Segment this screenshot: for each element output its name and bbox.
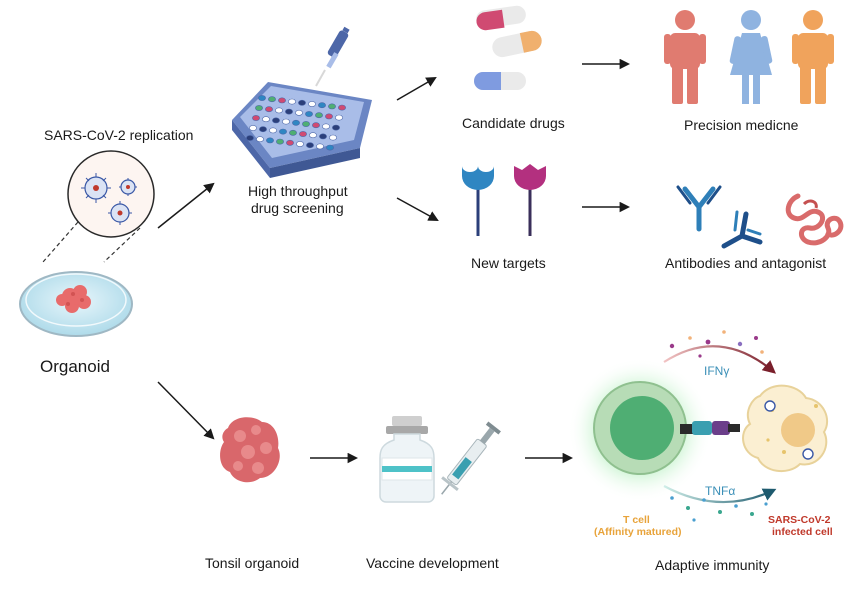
plate-well — [249, 125, 257, 131]
infected-cell-label-line2: infected cell — [772, 526, 833, 538]
plate-well — [309, 132, 317, 139]
receptor-icon — [514, 164, 546, 236]
plate-well — [315, 112, 323, 119]
plate-well — [308, 101, 316, 107]
capsule-icon — [476, 5, 526, 31]
plate-well — [319, 133, 327, 140]
person-male-icon — [792, 10, 834, 104]
hts-label-line2: drug screening — [251, 200, 344, 216]
plate-well — [282, 118, 290, 125]
plate-well — [306, 142, 314, 149]
plate-well — [252, 115, 260, 121]
tonsil-organoid-label: Tonsil organoid — [205, 555, 300, 571]
infected-cell-label-line1: SARS-CoV-2 — [768, 514, 831, 526]
plate-well — [332, 124, 340, 131]
antagonist-protein-icon — [785, 193, 844, 246]
petri-dish-icon — [19, 271, 133, 337]
flow-arrow — [396, 76, 437, 101]
plate-well — [276, 138, 284, 145]
plate-well — [259, 126, 267, 133]
pipette-icon — [315, 26, 350, 87]
plate-well — [278, 97, 286, 104]
plate-well — [296, 141, 304, 147]
ifn-arc — [663, 330, 777, 374]
plate-well — [255, 105, 263, 111]
plate-well — [329, 134, 337, 141]
plate-well — [266, 137, 274, 144]
plate-well — [316, 143, 324, 150]
plate-well — [275, 107, 283, 114]
adaptive-immunity-label: Adaptive immunity — [655, 557, 770, 573]
capsule-icon — [474, 72, 526, 90]
dashed-connector — [42, 221, 79, 263]
tcr-mhc-complex-icon — [680, 421, 740, 435]
t-cell-label-line2: (Affinity matured) — [594, 526, 682, 538]
candidate-drugs-label: Candidate drugs — [462, 115, 565, 131]
plate-well — [262, 116, 270, 123]
plate-well — [326, 144, 334, 151]
plate-well — [298, 99, 306, 106]
plate-well — [256, 136, 264, 143]
infected-cell-icon — [742, 384, 829, 473]
receptor-icon — [462, 166, 494, 236]
t-cell-label-line1: T cell — [623, 514, 650, 526]
plate-well — [258, 95, 266, 101]
tonsil-organoid-icon — [220, 417, 280, 483]
plate-well — [286, 139, 294, 146]
hts-label-line1: High throughput — [248, 183, 348, 199]
dashed-connector — [103, 227, 141, 263]
syringe-icon — [441, 421, 501, 495]
plate-well — [246, 135, 254, 141]
antibody-icon — [676, 185, 722, 232]
antibodies-label: Antibodies and antagonist — [665, 255, 827, 271]
plate-well — [295, 109, 303, 116]
plate-well — [302, 121, 310, 127]
capsule-icon — [492, 30, 542, 58]
well-plate-icon — [232, 82, 372, 178]
tnf-arc — [663, 485, 777, 522]
plate-well — [312, 122, 320, 129]
vaccine-development-label: Vaccine development — [366, 555, 499, 571]
plate-well — [338, 104, 346, 111]
tnf-label: TNFα — [705, 484, 736, 498]
t-cell-icon — [568, 358, 712, 502]
antibody-icon — [721, 210, 763, 249]
virus-circle-icon — [67, 150, 155, 238]
person-female-icon — [729, 10, 773, 104]
plate-well — [288, 98, 296, 105]
vaccine-vial-icon — [379, 416, 435, 503]
flow-arrow — [157, 381, 215, 440]
plate-well — [289, 129, 297, 136]
flow-arrow — [157, 182, 215, 229]
plate-well — [305, 111, 313, 117]
person-male-icon — [664, 10, 706, 104]
plate-well — [268, 96, 276, 103]
plate-well — [269, 127, 277, 134]
plate-well — [325, 113, 333, 120]
new-targets-label: New targets — [471, 255, 546, 271]
plate-well — [322, 123, 330, 130]
plate-well — [318, 102, 326, 109]
plate-well — [328, 103, 336, 110]
plate-well — [292, 119, 300, 126]
flow-arrow — [396, 197, 439, 222]
plate-well — [299, 131, 307, 137]
sars-replication-label: SARS-CoV-2 replication — [44, 127, 194, 143]
ifn-label: IFNγ — [704, 364, 730, 378]
precision-medicine-label: Precision medicne — [684, 117, 799, 133]
organoid-label: Organoid — [40, 357, 110, 376]
plate-well — [335, 114, 343, 121]
plate-well — [265, 106, 273, 113]
plate-well — [279, 128, 287, 135]
plate-well — [285, 108, 293, 115]
plate-well — [272, 117, 280, 124]
